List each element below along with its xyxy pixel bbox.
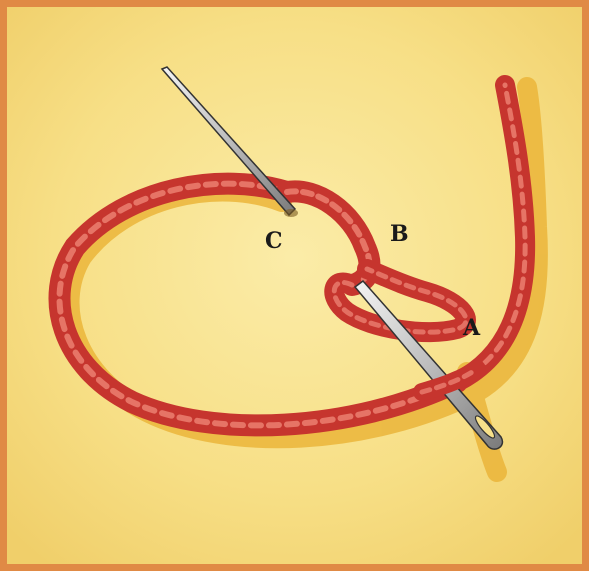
stitch-illustration [7,7,582,564]
label-a: A [463,317,480,339]
label-b: B [390,223,409,245]
label-c: C [265,230,283,252]
